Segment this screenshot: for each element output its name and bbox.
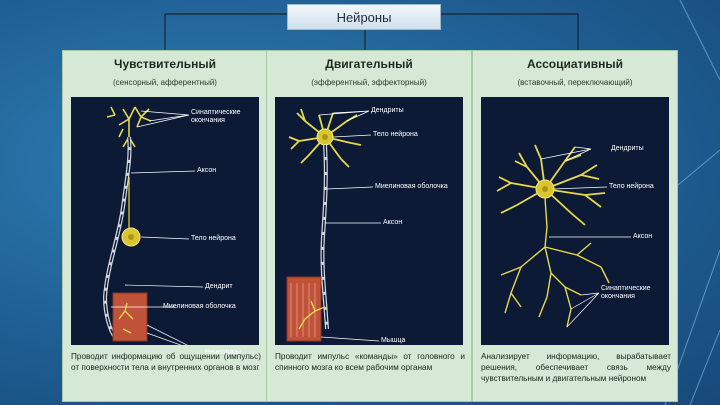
label-axon: Аксон [197,167,217,174]
label-dendrite: Дендрит [205,283,233,290]
panel-associative: Ассоциативный (вставочный, переключающий… [472,50,678,402]
label-neuron-body: Тело нейрона [609,183,654,190]
panel-description: Проводит импульс «команды» от головного … [275,352,465,372]
label-dendrites: Дендриты [611,145,644,152]
associative-neuron-drawing [496,144,631,328]
panel-title: Чувствительный [114,57,216,71]
label-synaptic-endings: Синаптические окончания [191,109,241,124]
label-axon: Аксон [633,233,653,240]
label-axon: Аксон [383,219,403,226]
panel-subtitle: (эфферентный, эффекторный) [311,78,427,87]
label-neuron-body: Тело нейрона [373,131,418,138]
panel-title: Ассоциативный [526,57,624,71]
label-myelin-sheath: Миелиновая оболочка [375,183,448,190]
panel-description: Проводит информацию об ощущении (импульс… [71,352,261,372]
neuron-illustration-motor: Дендриты Тело нейрона Миелиновая оболочк… [275,97,463,345]
panel-subtitle: (сенсорный, афферентный) [113,78,217,87]
neuron-illustration-sensory: Синаптические окончания Аксон Тело нейро… [71,97,259,356]
neuron-illustration-associative: Дендриты Тело нейрона Аксон Синаптически… [481,97,669,345]
label-receptors: Рецепторы [205,349,241,356]
sensory-neuron-drawing [102,106,204,345]
motor-neuron-drawing [286,108,381,342]
panel-sensory: Чувствительный (сенсорный, афферентный) [62,50,268,402]
panel-description: Анализирует информацию, вырабатывает реш… [481,352,671,383]
label-synaptic-endings: Синаптические окончания [601,285,651,300]
panel-motor: Двигательный (эфферентный, эффекторный) [266,50,472,402]
label-myelin-sheath: Миелиновая оболочка [163,303,236,310]
panel-subtitle: (вставочный, переключающий) [517,78,633,87]
label-neuron-body: Тело нейрона [191,235,236,242]
panel-title: Двигательный [325,57,413,71]
connector-lines [164,13,579,50]
label-dendrites: Дендриты [371,107,404,114]
label-muscle: Мышца [381,337,406,344]
page-title: Нейроны [287,4,441,30]
